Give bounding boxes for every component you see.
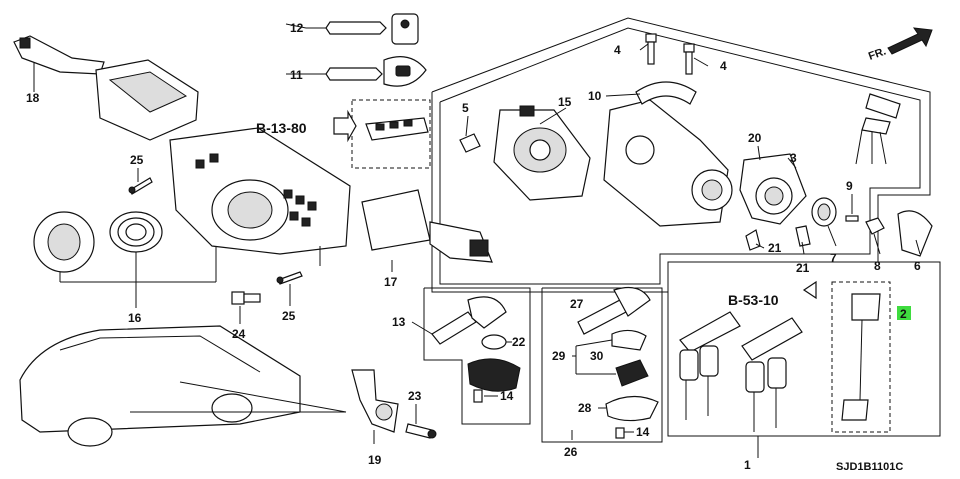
part-29-board[interactable] (615, 359, 649, 387)
part-20-cylinder-housing[interactable] (739, 153, 807, 225)
part-10-clamp[interactable] (635, 81, 697, 105)
part-label-14b[interactable]: 14 (636, 425, 650, 439)
fob-cover-a[interactable] (467, 358, 521, 392)
part-label-9[interactable]: 9 (846, 179, 853, 193)
part-30-board[interactable] (611, 329, 647, 351)
part-5-bolt[interactable] (459, 133, 481, 153)
part-16-cable-reel[interactable] (33, 211, 163, 282)
b53-arrow (802, 280, 817, 300)
part-21-screw-upper[interactable] (745, 229, 761, 251)
part-label-4b[interactable]: 4 (720, 59, 727, 73)
part-8-washer[interactable] (865, 217, 885, 235)
part-13-group-box (423, 287, 531, 425)
part-9-screw[interactable] (845, 215, 859, 222)
part-21-screw-lower[interactable] (795, 225, 811, 247)
part-label-15[interactable]: 15 (558, 95, 572, 109)
part-15-ignition-switch[interactable] (493, 105, 591, 201)
part-label-22[interactable]: 22 (512, 335, 526, 349)
part-label-11[interactable]: 11 (290, 68, 303, 82)
part-12-key-blank[interactable] (306, 13, 419, 45)
part-label-26[interactable]: 26 (564, 445, 578, 459)
part-7-cylinder[interactable] (811, 197, 837, 227)
part-2-highlight (897, 306, 911, 320)
steering-lock-assembly[interactable] (603, 99, 733, 227)
part-label-2[interactable]: 2 (900, 307, 907, 321)
part-4-bolt-left[interactable] (645, 33, 657, 65)
keys-top-right[interactable] (855, 93, 901, 165)
part-label-24[interactable]: 24 (232, 327, 246, 341)
leader-lines (33, 23, 921, 458)
part-label-6[interactable]: 6 (914, 259, 921, 273)
part-label-16[interactable]: 16 (128, 311, 142, 325)
ref-label-b13-80[interactable]: B-13-80 (256, 120, 307, 136)
part-label-18[interactable]: 18 (26, 91, 40, 105)
part-label-17[interactable]: 17 (384, 275, 398, 289)
part-14-screw-b[interactable] (615, 427, 625, 439)
combination-switch-body[interactable] (60, 127, 351, 283)
part-label-4a[interactable]: 4 (614, 43, 621, 57)
part-label-12[interactable]: 12 (290, 21, 304, 35)
part-label-20[interactable]: 20 (748, 131, 762, 145)
part-label-27[interactable]: 27 (570, 297, 584, 311)
ref-label-b53-10[interactable]: B-53-10 (728, 292, 779, 308)
part-label-25a[interactable]: 25 (130, 153, 144, 167)
part-label-21a[interactable]: 21 (768, 241, 782, 255)
part-label-29[interactable]: 29 (552, 349, 566, 363)
direction-label: FR. (867, 45, 888, 62)
part-label-10[interactable]: 10 (588, 89, 602, 103)
part-27-key[interactable] (577, 287, 651, 335)
diagram-code: SJD1B1101C (836, 461, 903, 473)
part-label-5[interactable]: 5 (462, 101, 469, 115)
part-label-14a[interactable]: 14 (500, 389, 514, 403)
part-label-25b[interactable]: 25 (282, 309, 296, 323)
part-label-3[interactable]: 3 (790, 151, 797, 165)
part-19-sensor[interactable] (351, 369, 399, 433)
part-label-23[interactable]: 23 (408, 389, 422, 403)
assembly-outline-2 (667, 261, 941, 437)
fr-arrow-icon (887, 27, 933, 55)
part-13-key[interactable] (431, 296, 507, 345)
key-fob-reference-box (333, 99, 431, 169)
part-2-dashed-box (831, 281, 891, 433)
part-14-screw-a[interactable] (473, 389, 483, 403)
part-23-bolt[interactable] (405, 423, 437, 439)
part-label-30[interactable]: 30 (590, 349, 604, 363)
part-11-key-transmitter[interactable] (306, 56, 427, 87)
part-2-lock-rod[interactable] (841, 293, 881, 421)
part-24-bolt[interactable] (231, 291, 261, 305)
part-28-case[interactable] (605, 395, 659, 422)
part-17-light-switch[interactable] (361, 189, 493, 263)
part-label-1[interactable]: 1 (744, 458, 751, 472)
part-1-key-set[interactable] (679, 311, 803, 450)
part-25-screw-upper[interactable] (128, 177, 153, 195)
vehicle-silhouette (19, 325, 347, 447)
part-label-7[interactable]: 7 (830, 251, 837, 265)
part-label-19[interactable]: 19 (368, 453, 382, 467)
part-22-battery[interactable] (481, 334, 507, 350)
part-25-screw-lower[interactable] (276, 271, 303, 285)
part-6-knob[interactable] (897, 210, 933, 257)
part-label-28[interactable]: 28 (578, 401, 592, 415)
part-label-13[interactable]: 13 (392, 315, 406, 329)
part-18-wiper-switch[interactable] (13, 35, 199, 141)
part-label-8[interactable]: 8 (874, 259, 881, 273)
part-4-bolt-right[interactable] (683, 43, 695, 75)
part-label-21b[interactable]: 21 (796, 261, 810, 275)
